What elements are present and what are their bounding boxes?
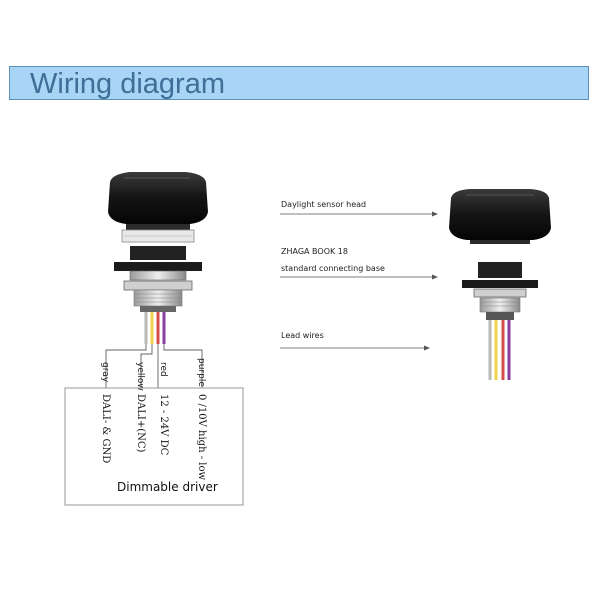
wire-label-purple: purple — [196, 358, 206, 387]
function-label-yellow: DALI+(NC) — [135, 394, 146, 453]
driver-label: Dimmable driver — [117, 480, 218, 494]
page-title: Wiring diagram — [30, 68, 225, 100]
function-label-red: 12 - 24V DC — [158, 394, 169, 456]
connecting-base-left — [114, 246, 202, 312]
callout-base-line1: ZHAGA BOOK 18 — [281, 247, 348, 256]
lead-wires-right — [488, 320, 511, 380]
callout-base-line2: standard connecting base — [281, 264, 385, 273]
function-label-purple: 0 /10V high - low — [196, 394, 207, 480]
driver-box — [64, 387, 244, 506]
connecting-base-right — [462, 262, 538, 320]
callout-lead-wires: Lead wires — [281, 331, 324, 340]
sensor-head-right — [449, 189, 551, 244]
lead-wires-left — [105, 312, 203, 388]
wire-label-yellow: yellow — [135, 362, 145, 391]
wire-label-gray: gray — [100, 362, 110, 383]
sensor-head-left — [108, 172, 208, 243]
right-sensor-assembly — [449, 189, 551, 380]
wire-label-red: red — [158, 362, 168, 377]
function-label-gray: DALI- & GND — [100, 394, 111, 463]
callout-sensor-head: Daylight sensor head — [281, 200, 366, 209]
left-sensor-assembly — [105, 172, 208, 388]
title-banner: Wiring diagram — [9, 66, 589, 100]
